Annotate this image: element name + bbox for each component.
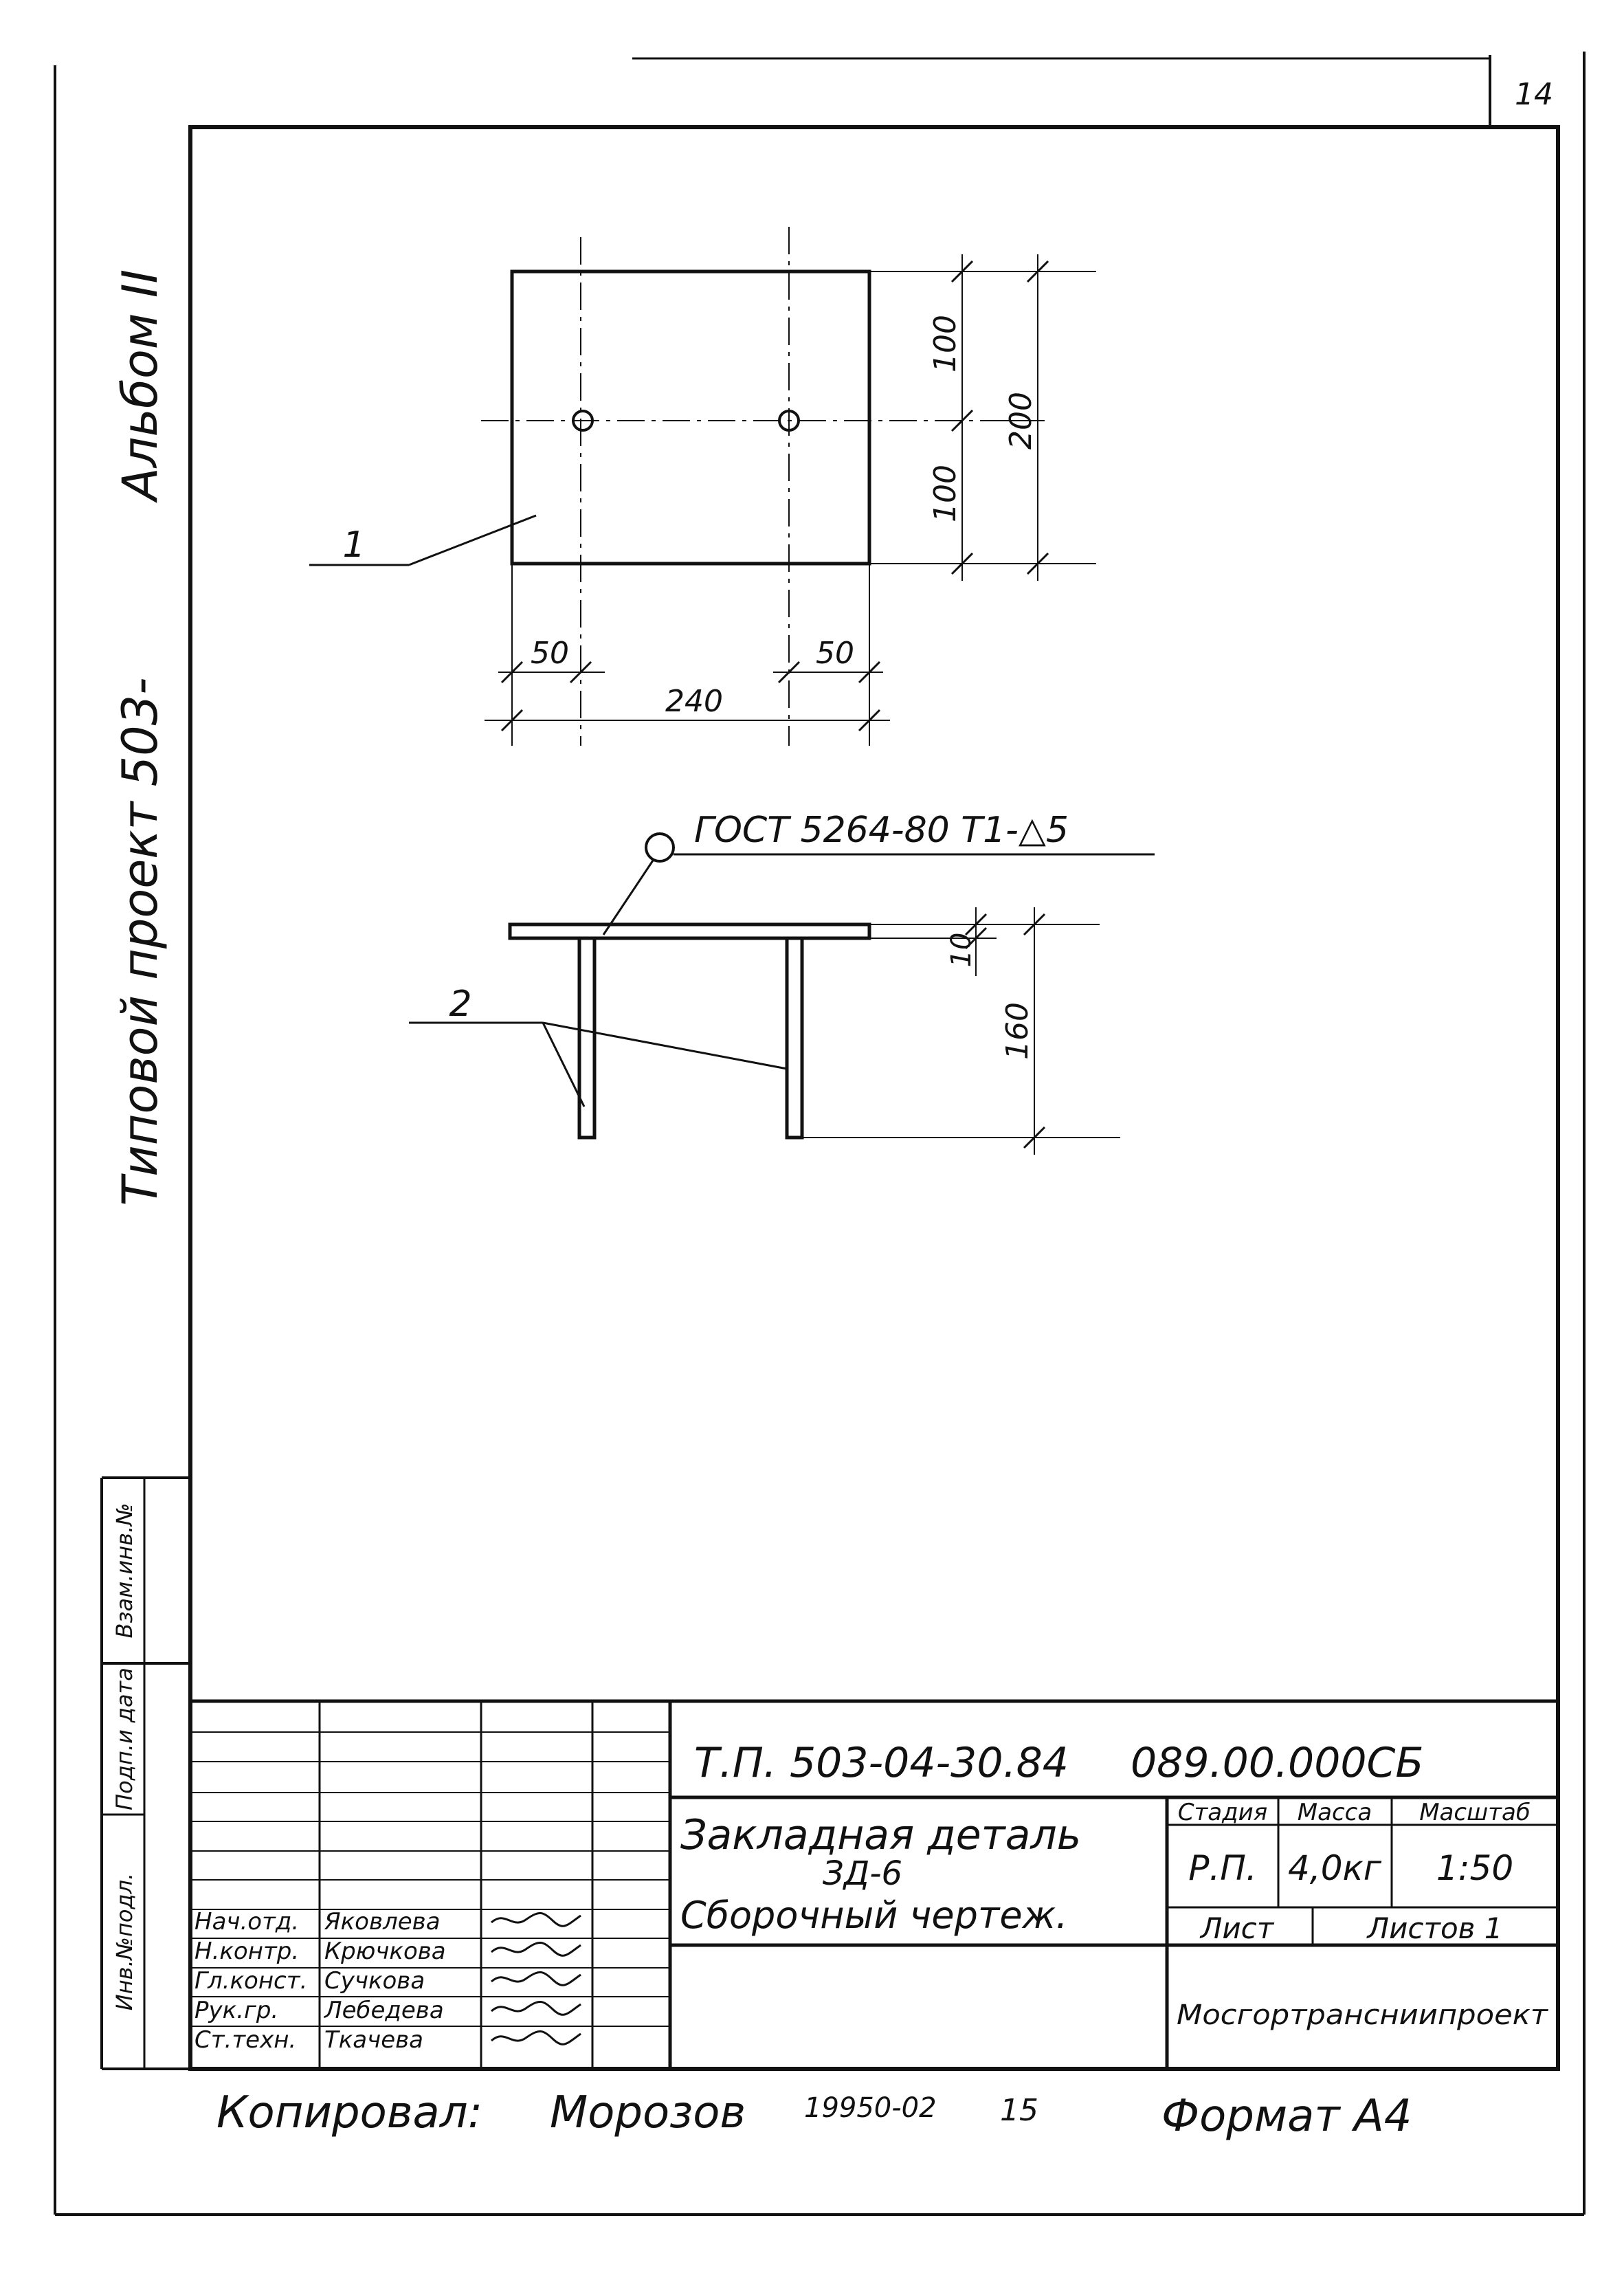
project-label: Типовой проект 503- — [112, 678, 168, 1206]
scale-value: 1:50 — [1436, 1848, 1513, 1888]
weld-marker — [645, 832, 675, 863]
title-line1: Закладная деталь — [680, 1811, 1081, 1859]
sheets-label: Листов 1 — [1366, 1911, 1503, 1945]
person-name: Сучкова — [324, 1967, 425, 1995]
anchor-bar-right — [785, 936, 804, 1140]
dim-200: 200 — [1003, 392, 1038, 450]
doc-code: Т.П. 503-04-30.84 — [694, 1739, 1069, 1787]
leader-pos1 — [408, 514, 537, 566]
dim-50-right: 50 — [816, 636, 854, 671]
weld-note: ГОСТ 5264-80 Т1-△5 — [694, 810, 1069, 851]
title-line2: ЗД-6 — [823, 1854, 902, 1893]
person-name: Ткачева — [324, 2026, 423, 2054]
stage-value: Р.П. — [1188, 1848, 1257, 1888]
organization: Мосгортрансниипроект — [1177, 1999, 1549, 2031]
plate-outline — [510, 269, 871, 566]
leader-pos2-a — [542, 1022, 586, 1107]
person-name: Крючкова — [324, 1938, 446, 1965]
signature — [490, 1942, 581, 1957]
person-name: Яковлева — [324, 1908, 441, 1936]
person-name: Лебедева — [323, 1997, 444, 2024]
plate-section — [508, 922, 871, 940]
role-label: Рук.гр. — [194, 1997, 278, 2024]
leader-pos2-b — [542, 1021, 788, 1070]
inv-orig-label: Инв.№подл. — [111, 1873, 137, 2010]
signature — [490, 2030, 581, 2045]
page-number: 15 — [1000, 2093, 1038, 2128]
role-label: Гл.конст. — [194, 1967, 307, 1995]
plan-view: 100 100 200 50 50 240 1 — [309, 227, 1096, 746]
signature — [490, 1912, 581, 1927]
signature — [490, 2001, 581, 2016]
sign-date-label: Подп.и дата — [111, 1667, 137, 1810]
copied-label: Копировал: — [216, 2087, 482, 2138]
role-label: Н.контр. — [194, 1938, 299, 1965]
side-view: ГОСТ 5264-80 Т1-△5 2 10 160 — [409, 810, 1155, 1155]
weld-leader — [602, 860, 654, 935]
mass-value: 4,0кг — [1288, 1848, 1382, 1888]
title-line3: Сборочный чертеж. — [680, 1894, 1067, 1937]
signature — [490, 1971, 581, 1986]
drawing-code: 089.00.000СБ — [1131, 1739, 1424, 1787]
pos1-label: 1 — [342, 524, 365, 566]
inner-frame — [188, 125, 1560, 2071]
pos2-label: 2 — [449, 984, 471, 1025]
anchor-bar-left — [577, 936, 597, 1140]
anchor-hole-left — [572, 410, 594, 432]
stage-header: Стадия — [1178, 1799, 1267, 1826]
title-block — [190, 1699, 1558, 2069]
role-label: Нач.отд. — [194, 1908, 299, 1936]
mass-header: Масса — [1298, 1799, 1372, 1826]
dim-100-bottom: 100 — [928, 465, 963, 522]
dim-10: 10 — [946, 933, 977, 968]
copied-name: Морозов — [550, 2087, 746, 2138]
sheet-label: Лист — [1199, 1911, 1275, 1945]
sheet-number: 14 — [1515, 77, 1553, 112]
scale-header: Масштаб — [1419, 1799, 1531, 1826]
role-label: Ст.техн. — [194, 2026, 296, 2054]
dim-50-left: 50 — [531, 636, 569, 671]
replace-inv-label: Взам.инв.№ — [111, 1503, 137, 1639]
order-number: 19950-02 — [804, 2092, 937, 2124]
anchor-hole-right — [778, 410, 800, 432]
format-label: Формат А4 — [1161, 2091, 1412, 2142]
album-label: Альбом II — [112, 269, 168, 503]
dim-160: 160 — [1000, 1002, 1035, 1060]
dim-240: 240 — [665, 684, 723, 719]
side-stamp — [100, 1476, 190, 2070]
dim-100-top: 100 — [928, 315, 963, 373]
